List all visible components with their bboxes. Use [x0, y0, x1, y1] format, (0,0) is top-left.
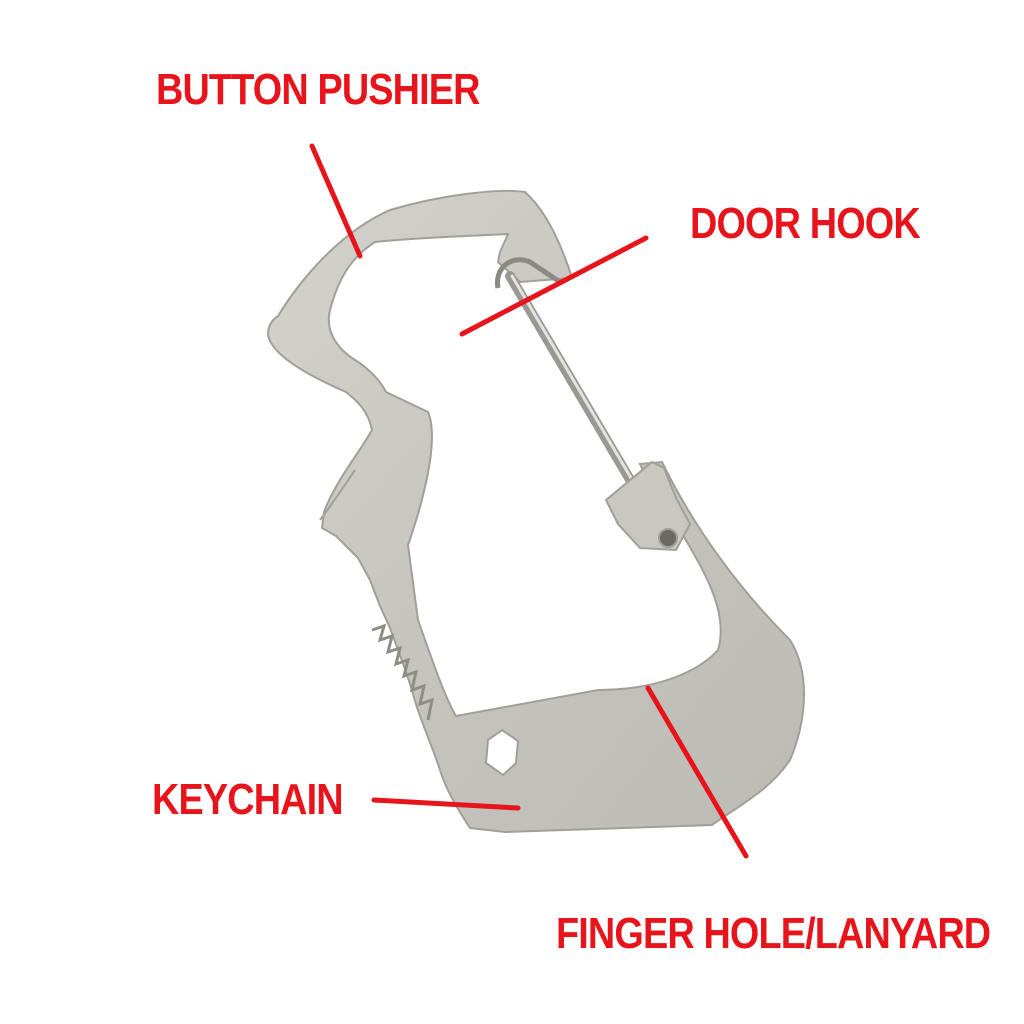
- gate-wire: [505, 271, 647, 505]
- leader-line-finger-hole: [645, 685, 749, 859]
- serrated-edge: [371, 623, 434, 721]
- gate-sleeve: [604, 460, 692, 552]
- label-keychain: KEYCHAIN: [152, 775, 344, 824]
- leader-line-door-hook: [459, 235, 649, 337]
- carabiner-body: [266, 189, 805, 834]
- label-door-hook: DOOR HOOK: [690, 199, 921, 248]
- bottle-opener-notch: [319, 469, 356, 521]
- gate-top-loop: [494, 257, 562, 289]
- leader-line-button-pushier: [309, 143, 363, 259]
- label-finger-hole-lanyard: FINGER HOLE/LANYARD: [556, 909, 991, 958]
- label-button-pushier: BUTTON PUSHIER: [156, 65, 481, 114]
- leader-line-keychain: [371, 797, 521, 811]
- gate-rivet: [658, 528, 678, 548]
